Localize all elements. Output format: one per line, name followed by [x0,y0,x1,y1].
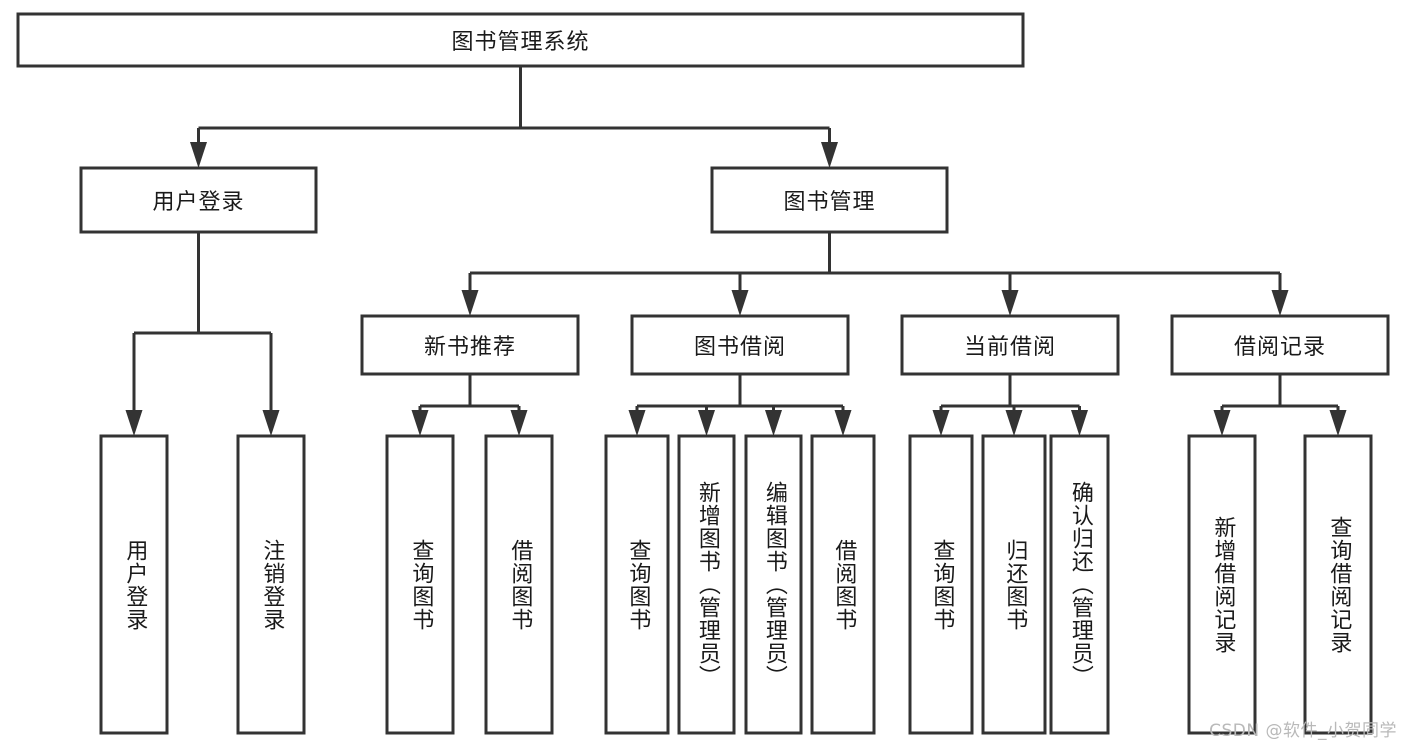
node-box-leaf_0[interactable] [99,434,169,735]
node-box-leaf_1[interactable] [236,434,306,735]
node-box-l3_0[interactable] [360,314,580,376]
arrow-head-l2_1 [821,142,838,168]
node-box-leaf_7[interactable] [810,434,876,735]
node-box-l2_0[interactable] [79,166,318,234]
node-box-l3_2[interactable] [900,314,1120,376]
node-box-root[interactable] [16,12,1025,68]
node-box-l3_3[interactable] [1170,314,1390,376]
connector-layer [125,66,1347,436]
node-box-leaf_6[interactable] [744,434,803,735]
node-box-leaf_5[interactable] [677,434,736,735]
arrow-head-l3_1 [731,290,749,316]
arrow-head-leaf_12 [1329,410,1347,436]
arrow-head-leaf_6 [765,410,782,436]
node-box-leaf_4[interactable] [604,434,670,735]
node-box-leaf_11[interactable] [1187,434,1257,735]
arrow-head-leaf_0 [125,410,143,436]
arrow-head-leaf_11 [1213,410,1231,436]
arrow-head-l2_0 [190,142,207,168]
node-box-leaf_12[interactable] [1303,434,1373,735]
arrow-head-leaf_2 [411,410,429,436]
node-box-leaf_9[interactable] [981,434,1047,735]
arrow-head-leaf_7 [834,410,852,436]
arrow-head-leaf_5 [698,410,715,436]
arrow-head-l3_3 [1271,290,1289,316]
arrow-head-leaf_4 [628,410,646,436]
node-box-leaf_10[interactable] [1049,434,1110,735]
arrow-head-leaf_8 [932,410,950,436]
arrow-head-leaf_10 [1071,410,1088,436]
node-box-leaf_3[interactable] [484,434,554,735]
node-box-l2_1[interactable] [710,166,949,234]
node-layer [16,12,1390,735]
arrow-head-l3_0 [461,290,479,316]
node-box-leaf_8[interactable] [908,434,974,735]
arrow-head-leaf_3 [510,410,528,436]
arrow-head-leaf_9 [1005,410,1023,436]
arrow-head-leaf_1 [262,410,280,436]
arrow-head-l3_2 [1001,290,1019,316]
node-box-l3_1[interactable] [630,314,850,376]
node-box-leaf_2[interactable] [385,434,455,735]
watermark-text: CSDN @软件_小贺同学 [1209,721,1397,741]
